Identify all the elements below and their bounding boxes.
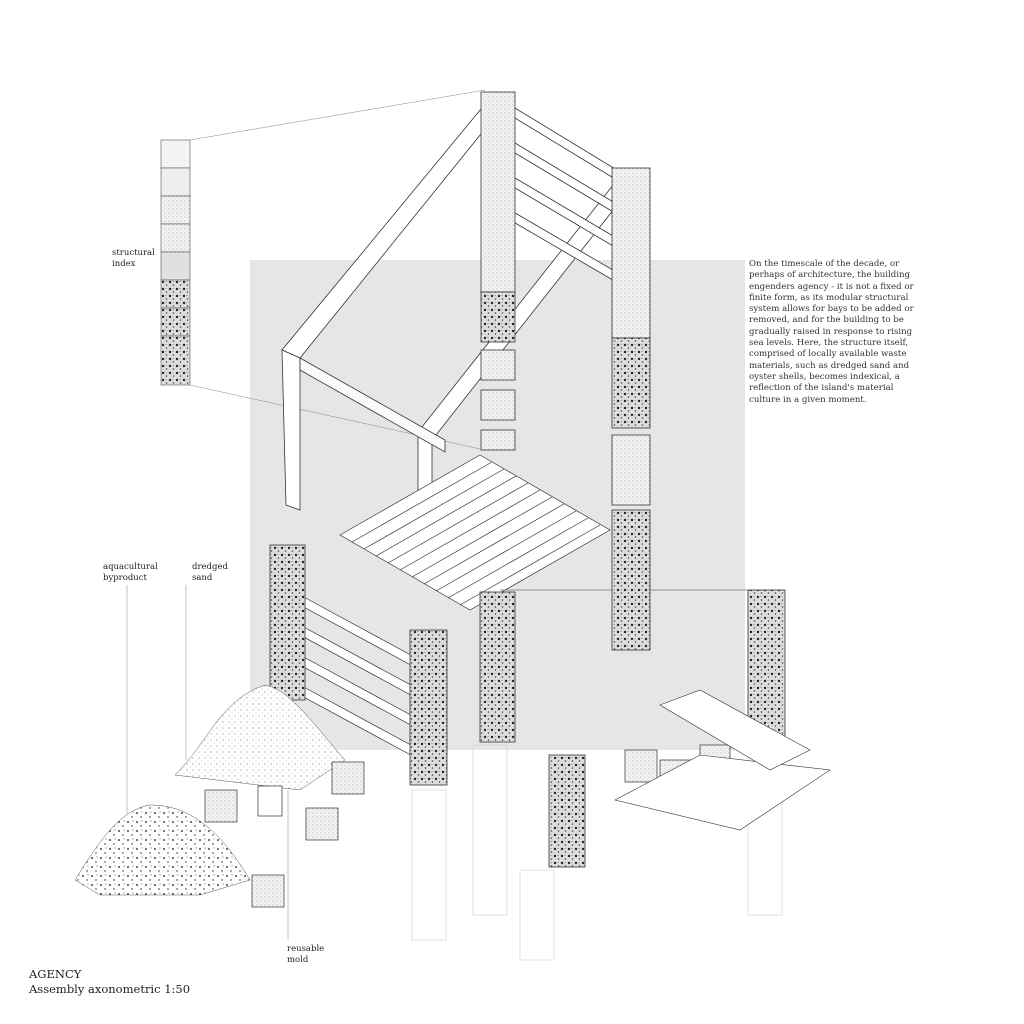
timber-pallet: [614, 689, 831, 831]
label-structural-index: structural index: [112, 248, 155, 270]
aquacultural-byproduct-pile: [74, 804, 251, 896]
label-line: sand: [192, 573, 213, 583]
label-line: structural: [112, 248, 155, 258]
label-line: reusable: [287, 944, 325, 954]
structural-index-strip: [160, 139, 191, 386]
title-line-1: AGENCY: [29, 967, 82, 981]
column-rear-left: [480, 91, 516, 451]
column-front: [409, 629, 448, 786]
column-mid: [479, 591, 516, 743]
label-line: byproduct: [103, 573, 147, 583]
drawing-title: AGENCY Assembly axonometric 1:50: [29, 967, 190, 997]
floor-slats: [339, 454, 750, 611]
dredged-sand-pile: [174, 684, 346, 791]
leader-lines: [126, 89, 486, 940]
column-front-left: [269, 544, 306, 701]
label-line: aquacultural: [103, 562, 158, 572]
label-line: index: [112, 259, 136, 269]
label-aquacultural-byproduct: aquacultural byproduct: [103, 562, 158, 584]
label-reusable-mold: reusable mold: [287, 944, 324, 966]
label-dredged-sand: dredged sand: [192, 562, 228, 584]
description-paragraph: On the timescale of the decade, or perha…: [749, 259, 914, 405]
column-loose: [548, 754, 586, 868]
side-beams: [299, 594, 421, 761]
title-line-2: Assembly axonometric 1:50: [29, 982, 191, 996]
column-rear-right: [611, 167, 651, 651]
label-line: mold: [287, 955, 309, 965]
label-line: dredged: [192, 562, 228, 572]
